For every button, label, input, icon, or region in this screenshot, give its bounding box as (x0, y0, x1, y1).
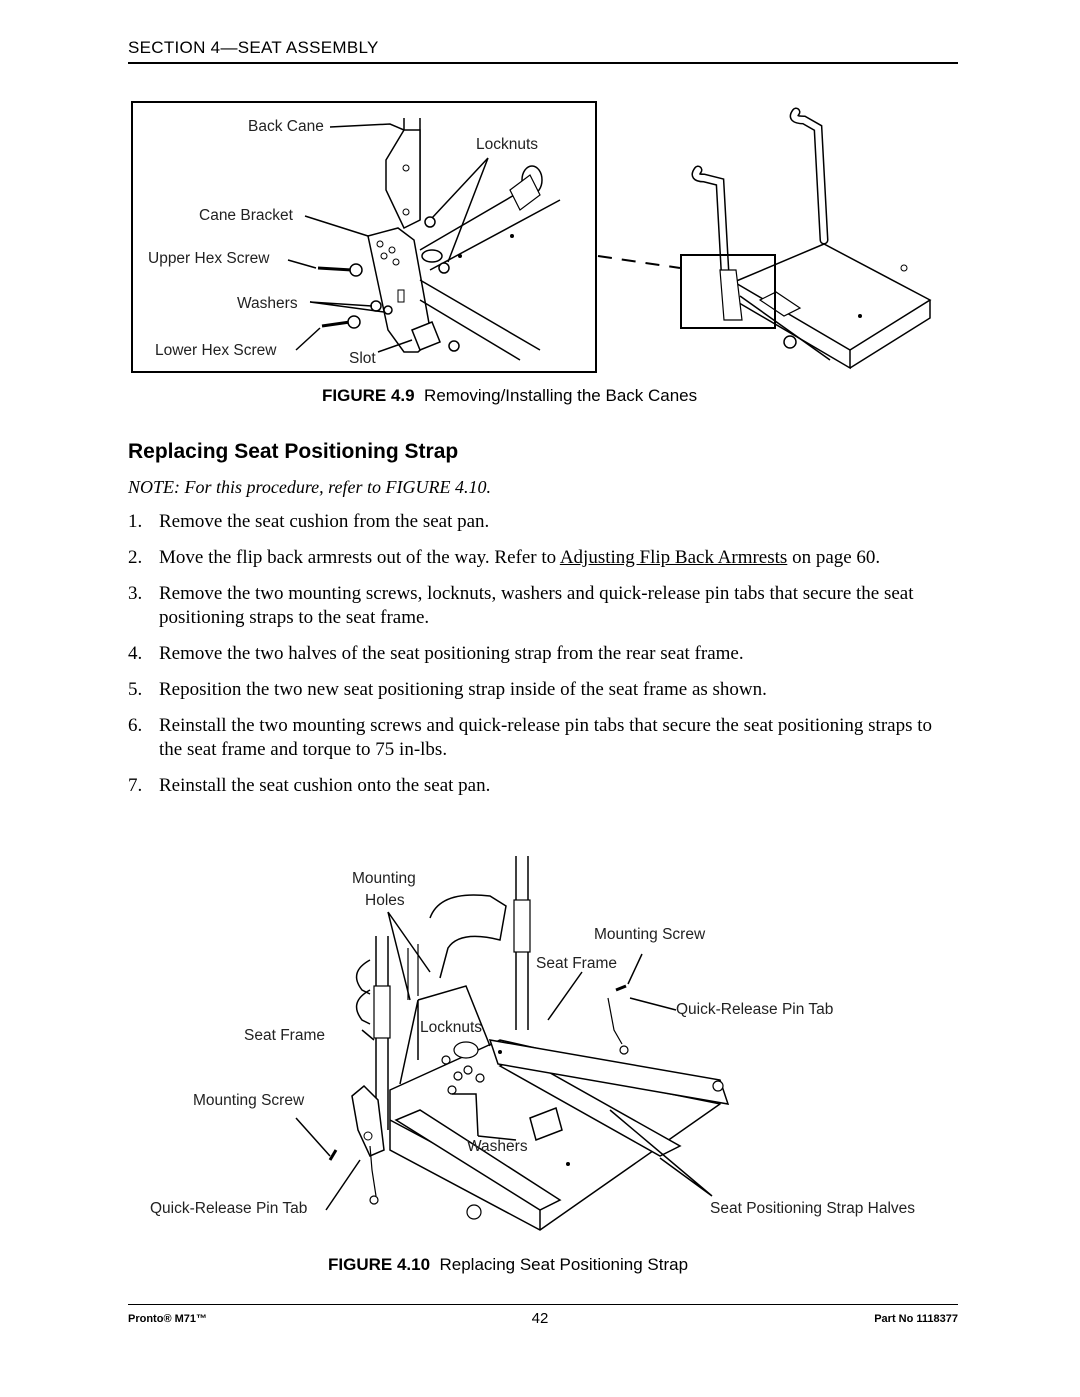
step-number: 4. (128, 643, 143, 664)
step-text: on page 60. (787, 547, 881, 568)
armrest-link[interactable]: Adjusting Flip Back Armrests (559, 547, 788, 568)
callout-mounting-screw-right: Mounting Screw (594, 926, 706, 943)
step-text: Reinstall the two mounting screws and qu… (159, 715, 933, 760)
section-title: Replacing Seat Positioning Strap (128, 440, 459, 463)
procedure-steps: 1. Remove the seat cushion from the seat … (128, 510, 958, 810)
callout-quick-release-right: Quick-Release Pin Tab (676, 1001, 834, 1018)
step-item: 5. Reposition the two new seat positionin… (128, 678, 958, 702)
callout-mounting-holes-line1: Mounting (352, 870, 416, 887)
detail-box (131, 101, 597, 373)
page-number: 42 (531, 1310, 549, 1327)
figure-4-10-label: FIGURE 4.10 (328, 1255, 431, 1274)
zoom-box (680, 254, 776, 329)
callout-locknuts-4-10: Locknuts (420, 1019, 483, 1036)
figure-4-9-title: Removing/Installing the Back Canes (424, 386, 698, 405)
callout-cane-bracket: Cane Bracket (199, 207, 293, 224)
callout-strap-halves: Seat Positioning Strap Halves (710, 1200, 916, 1217)
step-text: Reinstall the seat cushion onto the seat… (159, 775, 491, 796)
callout-mounting-screw-left: Mounting Screw (193, 1092, 305, 1109)
step-text: Move the flip back armrests out of the w… (159, 547, 560, 568)
callout-quick-release-left: Quick-Release Pin Tab (150, 1200, 308, 1217)
step-item: 4. Remove the two halves of the seat posi… (128, 642, 958, 666)
callout-back-cane: Back Cane (248, 118, 324, 135)
step-text: Remove the seat cushion from the seat pa… (159, 511, 490, 532)
callout-slot: Slot (349, 350, 376, 367)
callout-seat-frame-right: Seat Frame (536, 955, 617, 972)
step-item: 6. Reinstall the two mounting screws and … (128, 714, 958, 762)
step-number: 7. (128, 775, 143, 796)
step-number: 6. (128, 715, 143, 736)
step-text: Remove the two mounting screws, locknuts… (159, 583, 914, 628)
figure-4-10-caption: FIGURE 4.10 Replacing Seat Positioning S… (328, 1255, 688, 1275)
figure-4-10-title: Replacing Seat Positioning Strap (439, 1255, 689, 1274)
step-number: 1. (128, 511, 143, 532)
callout-upper-hex-screw: Upper Hex Screw (148, 250, 270, 267)
callout-locknuts: Locknuts (476, 136, 539, 153)
figure-4-9-caption: FIGURE 4.9 Removing/Installing the Back … (322, 386, 697, 406)
footer-rule (128, 1304, 958, 1305)
callout-washers: Washers (237, 295, 298, 312)
section-header: SECTION 4—SEAT ASSEMBLY (128, 38, 379, 57)
footer-part-number: Part No 1118377 (874, 1313, 958, 1325)
step-item: 7. Reinstall the seat cushion onto the se… (128, 774, 958, 798)
step-item: 3. Remove the two mounting screws, locknu… (128, 582, 958, 630)
header-rule (128, 62, 958, 64)
step-number: 5. (128, 679, 143, 700)
callout-mounting-holes-line2: Holes (365, 892, 405, 909)
footer-product: Pronto® M71™ (128, 1313, 207, 1325)
figure-4-9-label: FIGURE 4.9 (322, 386, 415, 405)
callout-lower-hex-screw: Lower Hex Screw (155, 342, 277, 359)
step-text: Remove the two halves of the seat positi… (159, 643, 744, 664)
step-text: Reposition the two new seat positioning … (159, 679, 767, 700)
callout-seat-frame-left: Seat Frame (244, 1027, 325, 1044)
step-item: 2. Move the flip back armrests out of the… (128, 546, 958, 570)
callout-washers-4-10: Washers (467, 1138, 528, 1155)
procedure-note: NOTE: For this procedure, refer to FIGUR… (128, 477, 491, 497)
step-number: 2. (128, 547, 143, 568)
step-number: 3. (128, 583, 143, 604)
step-item: 1. Remove the seat cushion from the seat … (128, 510, 958, 534)
